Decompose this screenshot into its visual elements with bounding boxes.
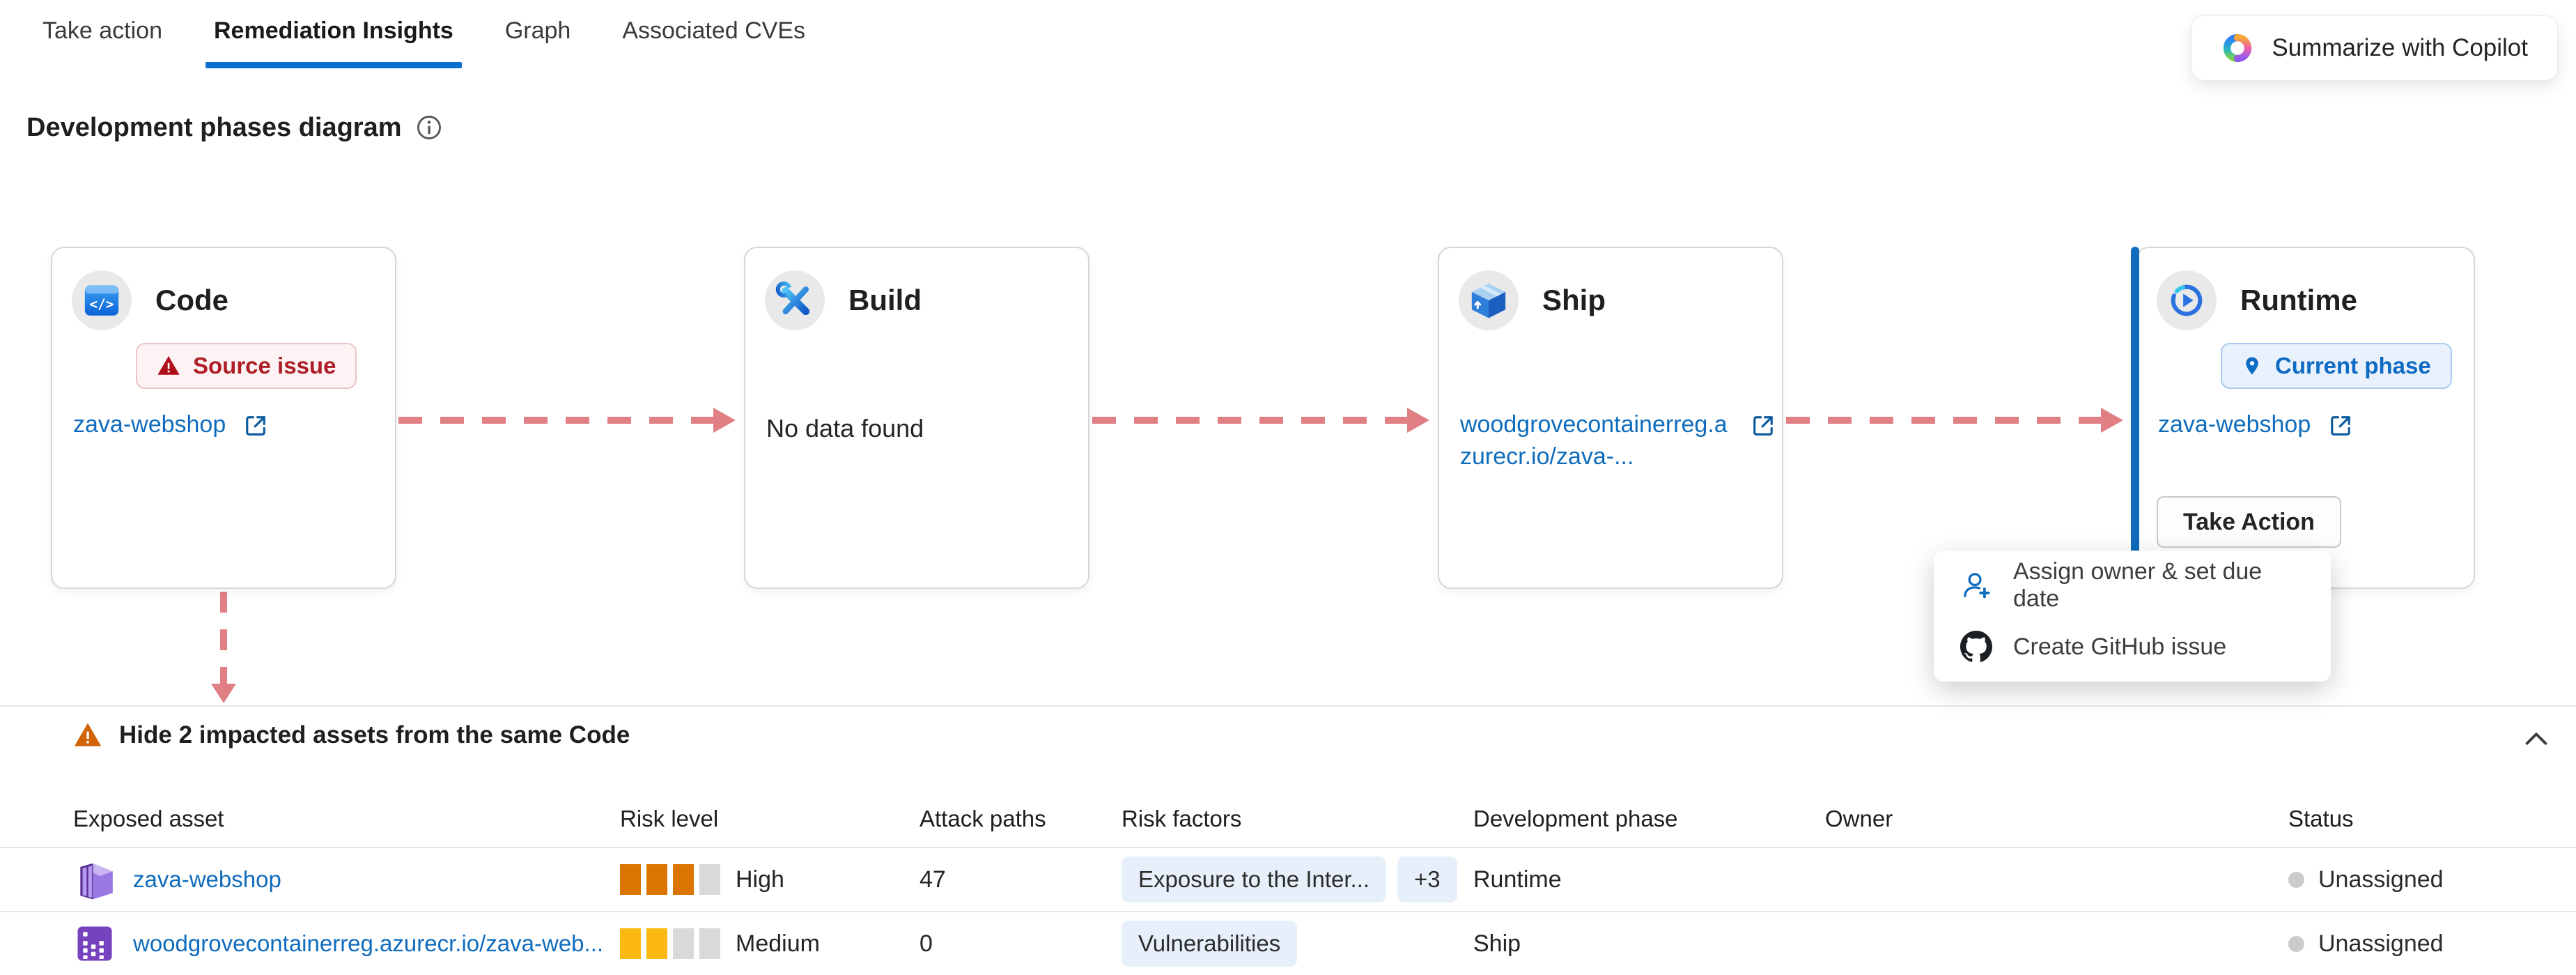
risk-factor-chip[interactable]: Exposure to the Inter... <box>1122 857 1387 903</box>
take-action-menu: Assign owner & set due date Create GitHu… <box>1934 551 2331 682</box>
person-add-icon <box>1960 569 1992 601</box>
phase-card-code: </> Code Source issue zava-webshop <box>51 247 396 589</box>
section-title-text: Development phases diagram <box>26 112 402 142</box>
tab-associated-cves[interactable]: Associated CVEs <box>622 17 805 44</box>
code-asset-link[interactable]: zava-webshop <box>73 411 226 438</box>
status-label: Unassigned <box>2318 930 2444 957</box>
status-label: Unassigned <box>2318 866 2444 893</box>
warning-icon <box>73 721 102 750</box>
risk-level-label: Medium <box>736 930 820 957</box>
asset-link[interactable]: woodgrovecontainerreg.azurecr.io/zava-we… <box>133 930 604 956</box>
external-link-icon[interactable] <box>2326 411 2355 440</box>
runtime-icon <box>2157 270 2217 330</box>
take-action-button[interactable]: Take Action <box>2157 496 2341 548</box>
current-phase-indicator-bar <box>2131 247 2139 590</box>
code-window-icon: </> <box>72 270 132 330</box>
flow-arrow-code-to-assets <box>211 592 236 703</box>
development-phase-value: Ship <box>1473 930 1521 957</box>
col-risk-level[interactable]: Risk level <box>620 806 719 831</box>
runtime-asset-link[interactable]: zava-webshop <box>2158 411 2311 438</box>
flow-arrow-build-to-ship <box>1092 408 1429 433</box>
more-risk-factors-chip[interactable]: +3 <box>1397 857 1457 903</box>
menu-item-create-github-issue[interactable]: Create GitHub issue <box>1934 622 2331 672</box>
phase-card-ship: Ship woodgrovecontainerreg.azurecr.io/za… <box>1438 247 1783 589</box>
col-development-phase[interactable]: Development phase <box>1473 806 1678 831</box>
menu-item-label: Create GitHub issue <box>2013 633 2227 660</box>
source-issue-badge-label: Source issue <box>193 353 336 378</box>
phase-card-build: Build No data found <box>744 247 1089 589</box>
phase-title: Build <box>848 284 922 316</box>
section-divider <box>0 705 2576 707</box>
chevron-up-icon[interactable] <box>2520 723 2552 758</box>
container-registry-icon <box>73 922 116 965</box>
tools-icon <box>765 270 825 330</box>
impacted-assets-table: Exposed asset Risk level Attack paths Ri… <box>0 791 2576 975</box>
page-title: Development phases diagram <box>26 113 442 143</box>
flow-arrow-ship-to-runtime <box>1786 408 2123 433</box>
impacted-assets-header[interactable]: Hide 2 impacted assets from the same Cod… <box>73 721 630 750</box>
col-attack-paths[interactable]: Attack paths <box>920 806 1046 831</box>
tab-bar: Take action Remediation Insights Graph A… <box>40 11 808 68</box>
status-dot <box>2288 935 2304 952</box>
col-exposed-asset[interactable]: Exposed asset <box>73 806 224 831</box>
phase-card-runtime: Runtime Current phase zava-webshop Take … <box>2136 247 2475 589</box>
col-owner[interactable]: Owner <box>1825 806 1893 831</box>
no-data-text: No data found <box>766 414 924 443</box>
attack-paths-value: 47 <box>920 866 946 893</box>
status-dot <box>2288 871 2304 888</box>
risk-level-meter <box>620 864 720 895</box>
phase-title: Runtime <box>2240 284 2357 316</box>
ship-asset-link[interactable]: woodgrovecontainerreg.azurecr.io/zava-..… <box>1460 411 1728 470</box>
pin-icon <box>2242 355 2263 376</box>
current-phase-badge-label: Current phase <box>2275 353 2431 378</box>
table-row[interactable]: woodgrovecontainerreg.azurecr.io/zava-we… <box>0 911 2576 975</box>
table-row[interactable]: zava-webshop High 47 Exposure to the Int… <box>0 848 2576 911</box>
asset-link[interactable]: zava-webshop <box>133 866 281 892</box>
phase-title: Code <box>155 284 228 316</box>
source-issue-badge: Source issue <box>136 343 357 389</box>
tab-graph[interactable]: Graph <box>504 17 571 44</box>
development-phase-value: Runtime <box>1473 866 1562 893</box>
copilot-button-label: Summarize with Copilot <box>2272 34 2528 61</box>
col-risk-factors[interactable]: Risk factors <box>1122 806 1242 831</box>
attack-paths-value: 0 <box>920 930 933 957</box>
external-link-icon[interactable] <box>1748 411 1778 440</box>
tab-remediation-insights[interactable]: Remediation Insights <box>205 11 462 68</box>
menu-item-label: Assign owner & set due date <box>2013 558 2263 612</box>
table-header-row: Exposed asset Risk level Attack paths Ri… <box>0 791 2576 848</box>
current-phase-badge: Current phase <box>2221 343 2452 389</box>
package-icon <box>1459 270 1519 330</box>
tab-take-action[interactable]: Take action <box>42 17 162 44</box>
col-status[interactable]: Status <box>2288 806 2354 831</box>
risk-level-label: High <box>736 866 784 893</box>
container-app-icon <box>73 858 116 901</box>
summarize-with-copilot-button[interactable]: Summarize with Copilot <box>2191 15 2558 81</box>
info-icon[interactable] <box>416 114 442 141</box>
svg-text:</>: </> <box>90 296 114 312</box>
impacted-assets-title: Hide 2 impacted assets from the same Cod… <box>119 721 630 748</box>
warning-icon <box>157 354 180 378</box>
risk-level-meter <box>620 928 720 959</box>
copilot-icon <box>2221 32 2253 64</box>
github-icon <box>1960 631 1992 663</box>
flow-arrow-code-to-build <box>398 408 736 433</box>
phase-title: Ship <box>1542 284 1606 316</box>
external-link-icon[interactable] <box>241 411 270 440</box>
menu-item-assign-owner[interactable]: Assign owner & set due date <box>1934 558 2331 612</box>
risk-factor-chip[interactable]: Vulnerabilities <box>1122 921 1298 967</box>
